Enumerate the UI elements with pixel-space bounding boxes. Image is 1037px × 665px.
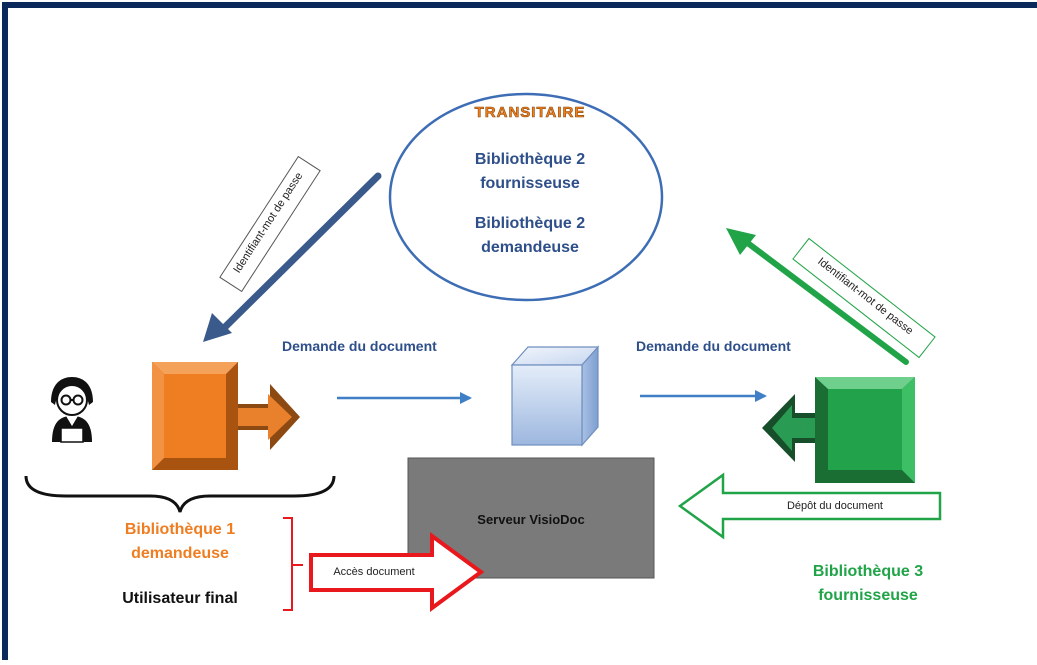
credentials-label-right-box [792,237,936,359]
cube-icon [510,345,600,447]
deposit-arrow [677,472,942,540]
access-label: Accès document [333,566,415,578]
transitaire-ellipse [388,92,664,302]
library1-brace [24,475,336,513]
library2-requester-label: Bibliothèque 2 demandeuse [420,212,640,260]
library2-supplier-label: Bibliothèque 2 fournisseuse [420,148,640,196]
credentials-arrow-right [726,228,909,365]
library1-line1: Bibliothèque 1 [124,521,236,538]
library3-block [762,377,915,483]
access-arrow [309,532,485,612]
library1-block [152,362,300,470]
library2-requester-line2: demandeuse [481,239,579,256]
transitaire-title: TRANSITAIRE [474,104,586,122]
end-user-label: Utilisateur final [122,590,238,607]
server-label: Serveur VisioDoc [477,512,585,527]
credentials-arrow-left [203,172,382,342]
library3-line1: Bibliothèque 3 [812,563,924,580]
library1-label: Bibliothèque 1 demandeuse [100,518,260,566]
library3-label: Bibliothèque 3 fournisseuse [788,560,948,608]
library2-requester-line1: Bibliothèque 2 [474,215,586,232]
library3-line2: fournisseuse [818,587,918,604]
library2-supplier-line1: Bibliothèque 2 [474,151,586,168]
credentials-label-left-box [219,155,321,293]
library1-line2: demandeuse [131,545,229,562]
red-bracket [283,517,303,611]
deposit-label: Dépôt du document [786,500,883,512]
request-label-right: Demande du document [636,338,791,354]
user-icon [51,377,93,443]
request-label-left: Demande du document [282,338,437,354]
library2-supplier-line2: fournisseuse [480,175,580,192]
